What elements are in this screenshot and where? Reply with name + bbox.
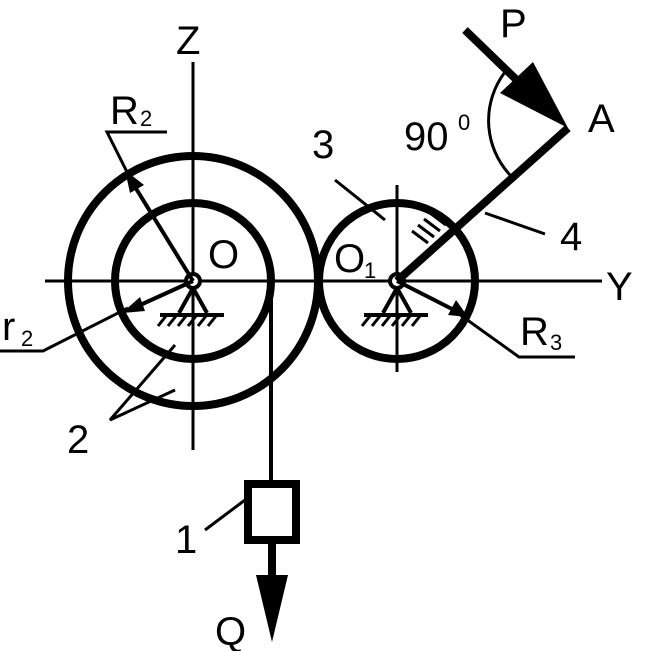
lever-4-bar: [394, 125, 571, 284]
z-axis-label: Z: [176, 19, 200, 63]
center-o1-sub: 1: [364, 258, 376, 283]
angle-degree-label: 0: [458, 110, 470, 135]
part1-leader: [204, 498, 246, 532]
gear3-radius-sub: 3: [550, 330, 562, 355]
point-a-label: A: [588, 97, 615, 141]
lever-hatch: [411, 211, 447, 245]
gear3-radius-arrowhead: [448, 300, 468, 317]
rope-and-load: [244, 281, 300, 642]
radius-arrows: [122, 170, 468, 317]
small-radius-sub: 2: [21, 326, 33, 351]
small-radius-label: r: [2, 305, 15, 349]
force-p-label: P: [500, 2, 527, 46]
big-radius-label: R: [110, 89, 139, 133]
part4-leader: [484, 211, 546, 236]
part3-leader: [334, 178, 386, 222]
big-radius-sub: 2: [140, 106, 152, 131]
center-o1-label: O: [334, 237, 365, 281]
center-o-label: O: [208, 233, 239, 277]
force-p-arrowhead: [500, 62, 568, 128]
gear-3-rim: [315, 199, 479, 363]
part-3-label: 3: [312, 123, 334, 167]
big-radius-leader: [104, 130, 167, 183]
gear3-radius-leader: [451, 307, 575, 359]
part2-leader: [108, 344, 177, 422]
load-q-label: Q: [215, 610, 246, 651]
lever-4: [394, 125, 571, 284]
support-o: [156, 272, 224, 327]
load-body-1: [244, 480, 300, 544]
labels: Z Y P A 90 0 O O 1 R 2 r 2 R 3 3 4 2 1 Q: [2, 2, 633, 651]
gear3-radius-label: R: [520, 310, 549, 354]
y-axis-label: Y: [606, 265, 633, 309]
leader-lines: [0, 130, 575, 532]
part-2-label: 2: [67, 418, 89, 462]
part-1-label: 1: [175, 518, 197, 562]
part-4-label: 4: [560, 215, 582, 259]
angle-label: 90: [404, 115, 449, 159]
right-angle-arc: [487, 71, 512, 177]
force-p: [462, 27, 568, 128]
small-radius-leader: [0, 306, 129, 353]
load-q-arrowhead: [256, 575, 288, 642]
